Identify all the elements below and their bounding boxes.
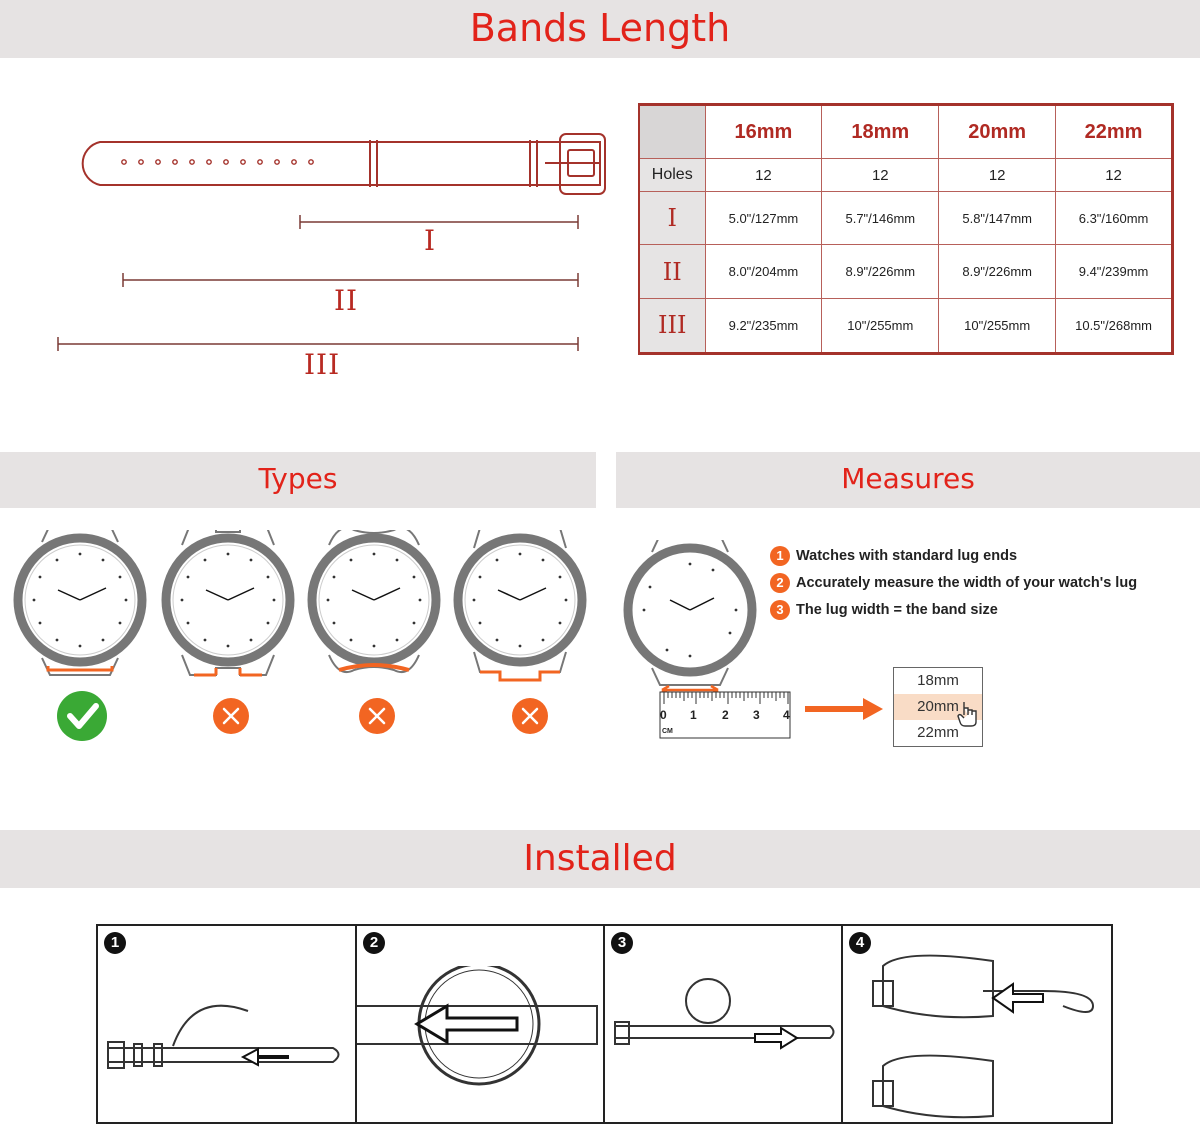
table-cell: 10.5"/268mm xyxy=(1055,297,1173,355)
strap-buckled-icon xyxy=(872,954,1095,1119)
table-cell: 9.2"/235mm xyxy=(704,297,823,355)
types-banner: Types xyxy=(0,452,596,508)
measure-step-1: 1 Watches with standard lug ends xyxy=(770,542,1200,569)
column-header: 22mm xyxy=(1055,104,1173,159)
pointer-hand-icon xyxy=(957,702,977,727)
strap-length-diagram xyxy=(57,133,606,351)
column-header: 18mm xyxy=(821,104,940,159)
length-label-ii: II xyxy=(334,284,359,317)
size-option-22mm[interactable]: 22mm xyxy=(917,724,959,741)
step-number-badge: 3 xyxy=(611,932,633,954)
install-step-panel-4: 4 xyxy=(841,924,1113,1124)
watch-type-1 xyxy=(18,530,142,676)
strap-holes xyxy=(121,159,314,165)
arrow-right-icon xyxy=(805,698,883,720)
table-header-row: 16mm 18mm 20mm 22mm xyxy=(638,104,1173,159)
table-cell: 12 xyxy=(1055,158,1173,192)
measures-banner: Measures xyxy=(616,452,1200,508)
table-cell: 12 xyxy=(821,158,940,192)
measure-step-3: 3 The lug width = the band size xyxy=(770,596,1200,623)
watch-type-3 xyxy=(312,530,436,674)
ruler-tick: 4 xyxy=(783,708,790,722)
column-header: 16mm xyxy=(704,104,823,159)
measure-step-text: Accurately measure the width of your wat… xyxy=(796,574,1138,591)
ruler-tick: 0 xyxy=(660,708,667,722)
row-header: III xyxy=(638,297,706,355)
table-row: Holes 12 12 12 12 xyxy=(638,158,1173,192)
table-cell: 8.9"/226mm xyxy=(938,244,1057,299)
strap-threading-icon xyxy=(107,1004,340,1069)
watch-type-2 xyxy=(166,530,290,677)
measure-step-text: The lug width = the band size xyxy=(796,601,998,618)
cross-icon xyxy=(512,698,548,734)
ruler-tick: 2 xyxy=(722,708,729,722)
row-header: II xyxy=(638,244,706,299)
step-number-badge: 2 xyxy=(363,932,385,954)
strap-through-lugs-icon xyxy=(614,978,835,1050)
table-cell: 12 xyxy=(704,158,823,192)
row-header: Holes xyxy=(638,158,706,192)
measure-watch-illustration xyxy=(623,540,791,739)
measure-steps: 1 Watches with standard lug ends 2 Accur… xyxy=(770,542,1200,623)
table-cell: 5.7"/146mm xyxy=(821,190,940,246)
cross-icon xyxy=(359,698,395,734)
table-cell: 9.4"/239mm xyxy=(1055,244,1173,299)
table-cell: 8.0"/204mm xyxy=(704,244,823,299)
ruler-tick: 1 xyxy=(690,708,697,722)
column-header: 20mm xyxy=(938,104,1057,159)
step-number-badge: 4 xyxy=(849,932,871,954)
step-number-badge: 2 xyxy=(770,572,790,593)
cross-icon xyxy=(213,698,249,734)
table-row: I 5.0"/127mm 5.7"/146mm 5.8"/147mm 6.3"/… xyxy=(638,190,1173,246)
table-cell: 5.0"/127mm xyxy=(704,190,823,246)
table-cell: 12 xyxy=(938,158,1057,192)
ruler xyxy=(659,691,791,739)
table-corner-cell xyxy=(638,104,706,159)
band-length-table: 16mm 18mm 20mm 22mm Holes 12 12 12 12 I … xyxy=(638,103,1174,355)
strap-under-watch-icon xyxy=(357,966,598,1086)
step-number-badge: 3 xyxy=(770,599,790,620)
size-option-18mm[interactable]: 18mm xyxy=(917,672,959,689)
table-cell: 8.9"/226mm xyxy=(821,244,940,299)
table-cell: 5.8"/147mm xyxy=(938,190,1057,246)
measure-step-2: 2 Accurately measure the width of your w… xyxy=(770,569,1200,596)
install-step-panel-2: 2 xyxy=(355,924,605,1124)
table-cell: 10"/255mm xyxy=(938,297,1057,355)
install-step-panel-1: 1 xyxy=(96,924,357,1124)
table-cell: 10"/255mm xyxy=(821,297,940,355)
strap-illustration xyxy=(81,133,606,195)
length-label-iii: III xyxy=(304,348,341,381)
measure-step-text: Watches with standard lug ends xyxy=(796,547,1018,564)
check-icon xyxy=(57,691,107,741)
step-number-badge: 1 xyxy=(770,545,790,566)
table-row: III 9.2"/235mm 10"/255mm 10"/255mm 10.5"… xyxy=(638,297,1173,355)
step-number-badge: 1 xyxy=(104,932,126,954)
ruler-unit: CM xyxy=(662,728,673,735)
installed-banner: Installed xyxy=(0,830,1200,888)
row-header: I xyxy=(638,190,706,246)
ruler-tick: 3 xyxy=(753,708,760,722)
table-cell: 6.3"/160mm xyxy=(1055,190,1173,246)
bands-length-banner: Bands Length xyxy=(0,0,1200,58)
install-step-panel-3: 3 xyxy=(603,924,843,1124)
watch-type-4 xyxy=(458,530,582,682)
lug-types-illustration xyxy=(0,530,600,741)
length-label-i: I xyxy=(424,224,437,257)
table-row: II 8.0"/204mm 8.9"/226mm 8.9"/226mm 9.4"… xyxy=(638,244,1173,299)
length-lines xyxy=(57,215,579,351)
